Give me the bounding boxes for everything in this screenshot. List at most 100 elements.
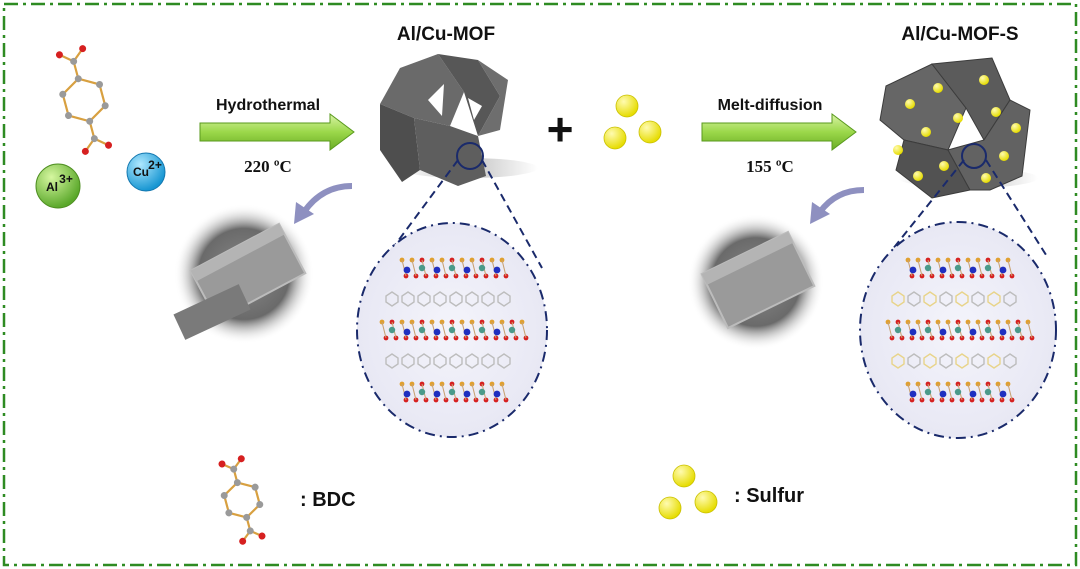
lattice-metal [924,264,932,272]
linker-ring [497,353,511,369]
arrow-right-icon [199,113,355,151]
lattice-metal [984,264,992,272]
linker-ring [971,291,985,307]
lattice-bond [491,383,497,401]
lattice-metal [954,264,962,272]
lattice-cu [403,266,411,274]
lattice-bond [917,383,923,401]
bdc-molecule-icon [55,45,113,155]
lattice-bond [967,321,973,339]
linker-ring [433,291,447,307]
linker-ring [1003,353,1017,369]
lattice-bond [431,259,437,277]
lattice-bond [997,259,1003,277]
linker-ring [907,291,921,307]
lattice-cu [939,266,947,274]
arrow-right-icon [701,113,857,151]
step2-temperature: 155 ºC [746,157,794,176]
lattice-metal [954,388,962,396]
al-ion-label: Al [46,180,58,194]
linker-ring [385,291,399,307]
lattice-metal [418,388,426,396]
lattice-bond [977,383,983,401]
lattice-cu [463,328,471,336]
lattice-metal [984,326,992,334]
lattice-bond [887,321,893,339]
lattice-bond [937,259,943,277]
al-ion-icon: Al 3+ [35,163,81,209]
zoom-lines-mof [377,159,543,269]
lattice-cu [909,328,917,336]
lattice-metal [1014,326,1022,334]
lattice-cu [999,328,1007,336]
lattice-cu [463,390,471,398]
mof-crystal-icon [380,54,538,186]
lattice-cu [433,390,441,398]
lattice-cu [403,390,411,398]
lattice-metal [508,326,516,334]
step1-method: Hydrothermal [216,97,320,114]
mof-s-crystal-icon [879,57,1038,199]
lattice-metal [418,326,426,334]
lattice-metal [924,388,932,396]
lattice-bond [997,383,1003,401]
lattice-cu [493,390,501,398]
sem-image-mof [173,204,314,344]
sem-image-mof-s [688,214,824,350]
lattice-bond [967,383,973,401]
lattice-cu [969,328,977,336]
linker-ring [923,291,937,307]
lattice-cu [493,266,501,274]
sulfur-group-icon [603,94,662,150]
linker-ring [891,291,905,307]
step1-temperature: 220 ºC [244,157,292,176]
lattice-bond [937,321,943,339]
lattice-cu [493,328,501,336]
lattice-bond [441,321,447,339]
lattice-metal [448,388,456,396]
lattice-bond [947,321,953,339]
lattice-cu [969,390,977,398]
zoom-marker-mof [456,142,484,170]
legend-bdc-icon [218,455,266,545]
lattice-bond [521,321,527,339]
cu-ion-label: Cu [133,165,149,179]
linker-ring [987,291,1001,307]
lattice-bond [977,321,983,339]
lattice-bond [411,383,417,401]
zoom-marker-mof-s [961,143,987,169]
linker-ring [955,353,969,369]
lattice-bond [501,321,507,339]
lattice-bond [411,259,417,277]
linker-ring [497,291,511,307]
linker-ring [481,353,495,369]
linker-ring [401,291,415,307]
linker-ring [955,291,969,307]
lattice-metal [478,326,486,334]
cu-ion-charge: 2+ [148,158,162,172]
lattice-bond [1007,321,1013,339]
lattice-bond [431,321,437,339]
lattice-metal [984,388,992,396]
lattice-metal [418,264,426,272]
linker-ring [385,353,399,369]
lattice-bond [917,321,923,339]
lattice-metal [448,326,456,334]
lattice-bond [471,383,477,401]
lattice-bond [997,321,1003,339]
linker-ring [417,353,431,369]
lattice-bond [967,259,973,277]
lattice-cu [403,328,411,336]
linker-ring [987,353,1001,369]
lattice-bond [501,383,507,401]
lattice-metal [894,326,902,334]
linker-ring [465,353,479,369]
lattice-cu [909,390,917,398]
linker-ring [481,291,495,307]
title-mof: Al/Cu-MOF [397,24,495,45]
lattice-cu [433,266,441,274]
lattice-bond [1007,383,1013,401]
lattice-cu [939,390,947,398]
lattice-bond [907,321,913,339]
